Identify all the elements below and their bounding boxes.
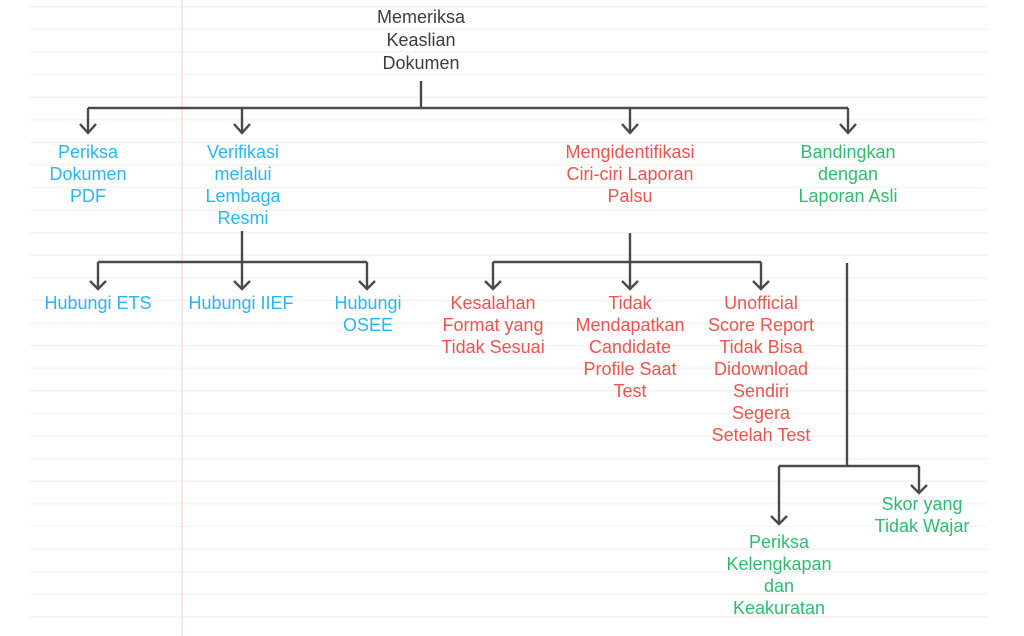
node-hubungi-ets: Hubungi ETS xyxy=(44,293,152,313)
node-memeriksa-keaslian-dokumen: Memeriksa Keaslian Dokumen xyxy=(376,7,466,73)
node-skor-yang-tidak-wajar: Skor yang Tidak Wajar xyxy=(874,494,970,536)
node-bandingkan-dengan-laporan-asli: Bandingkan dengan Laporan Asli xyxy=(798,142,898,206)
arrowhead-icon xyxy=(358,280,376,291)
node-tidak-mendapatkan-candidate-profile: Tidak Mendapatkan Candidate Profile Saat… xyxy=(575,293,685,401)
arrowhead-icon xyxy=(752,280,770,291)
arrowhead-icon xyxy=(233,123,251,135)
arrowhead-icon xyxy=(839,123,857,135)
node-kesalahan-format-tidak-sesuai: Kesalahan Format yang Tidak Sesuai xyxy=(441,293,545,357)
node-unofficial-score-report: Unofficial Score Report Tidak Bisa Didow… xyxy=(707,293,815,445)
node-mengidentifikasi-ciri-laporan-palsu: Mengidentifikasi Ciri-ciri Laporan Palsu xyxy=(565,142,695,206)
node-periksa-kelengkapan-dan-keakuratan: Periksa Kelengkapan dan Keakuratan xyxy=(726,532,832,618)
connector-mengidentifikasi-children xyxy=(484,233,770,291)
arrowhead-icon xyxy=(484,280,502,291)
arrowhead-icon xyxy=(770,515,788,526)
arrowhead-icon xyxy=(79,123,97,135)
arrowhead-icon xyxy=(621,123,639,135)
connector-bandingkan-children xyxy=(770,263,928,526)
connector-verifikasi-children xyxy=(89,231,376,291)
arrowhead-icon xyxy=(621,280,639,291)
node-periksa-dokumen-pdf: Periksa Dokumen PDF xyxy=(49,142,127,206)
connector-root-to-level1 xyxy=(79,81,857,135)
arrowhead-icon xyxy=(89,280,107,291)
arrowhead-icon xyxy=(233,280,251,291)
node-verifikasi-melalui-lembaga-resmi: Verifikasi melalui Lembaga Resmi xyxy=(205,142,281,228)
node-hubungi-iief: Hubungi IIEF xyxy=(188,293,294,313)
node-hubungi-osee: Hubungi OSEE xyxy=(334,293,402,335)
arrowhead-icon xyxy=(910,484,928,495)
